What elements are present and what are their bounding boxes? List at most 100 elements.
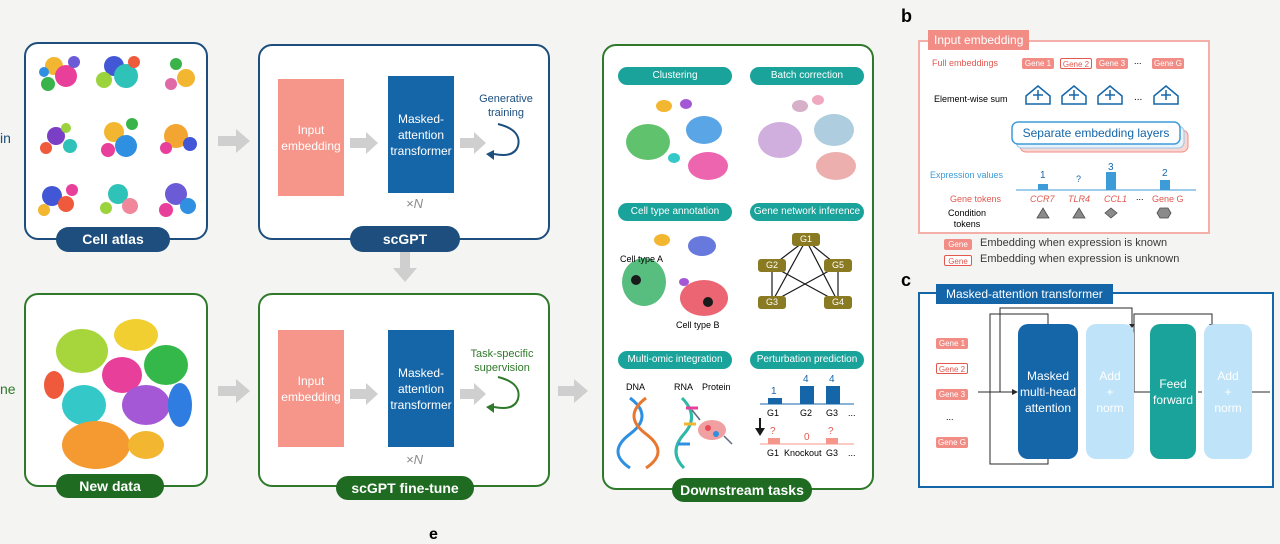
new-data-panel — [24, 293, 208, 487]
masked-mhsa-block: Masked multi-head attention — [1018, 324, 1078, 459]
tr-gene-3: Gene 3 — [936, 389, 968, 400]
expression-values-label: Expression values — [930, 170, 1004, 180]
perturb-top-value-2: 4 — [803, 374, 809, 385]
sum-node-icons — [1025, 85, 1179, 105]
umap-1 — [39, 56, 80, 91]
sum-ellipsis: ... — [1134, 92, 1143, 103]
downstream-title: Downstream tasks — [672, 478, 812, 502]
omic-protein-label: Protein — [702, 382, 731, 392]
downstream-graphics — [616, 95, 856, 470]
add-norm-block-2: Add + norm — [1204, 324, 1252, 459]
arrow-ft-embed-to-transformer — [350, 383, 378, 405]
umap-5 — [101, 118, 138, 157]
transformer-panel-title: Masked-attention transformer — [936, 284, 1113, 304]
tr-gene-g: Gene G — [936, 437, 968, 448]
cell-atlas-panel — [24, 42, 208, 240]
gene-node-g4: G4 — [831, 297, 844, 307]
gene-node-g1: G1 — [799, 234, 812, 244]
knockout-arrow-icon — [755, 418, 765, 436]
perturb-bottom-value-1: ? — [770, 426, 776, 437]
elementwise-sum-label: Element-wise sum — [934, 94, 1008, 104]
umap-4 — [40, 123, 77, 154]
omic-dna-label: DNA — [626, 382, 646, 392]
perturb-bottom-label-1: G1 — [767, 448, 780, 458]
cell-type-b-label: Cell type B — [676, 320, 720, 330]
arrow-scgpt-to-finetune — [393, 252, 417, 282]
umap-8 — [100, 184, 138, 214]
perturbation-top-bars — [768, 386, 840, 404]
cell-atlas-label: Cell atlas — [56, 227, 170, 252]
gene-token-ccl1: CCL1 — [1104, 194, 1128, 204]
input-embedding-title: Input embedding — [928, 30, 1030, 50]
downstream-panel: Clustering Batch correction Cell type an… — [602, 44, 874, 490]
condition-token-icons — [1036, 207, 1172, 219]
arrow-finetune-to-downstream — [558, 379, 588, 403]
umap-2 — [96, 56, 140, 88]
add-norm-block-1: Add + norm — [1086, 324, 1134, 459]
tr-gene-ellipsis: ... — [946, 412, 954, 422]
new-data-umap — [44, 319, 192, 469]
expression-value-2: ? — [1076, 174, 1082, 184]
gene-tokens-label: Gene tokens — [950, 194, 1002, 204]
perturb-bottom-label-2: Knockout — [784, 448, 822, 458]
perturbation-bottom-bars — [768, 438, 838, 444]
full-gene-2: Gene 2 — [1060, 58, 1092, 69]
legend-unknown-swatch: Gene — [944, 255, 972, 266]
finetune-transformer: Masked- attention transformer — [388, 330, 454, 447]
transformer-connections — [978, 307, 1270, 465]
perturb-top-label-4: ... — [848, 408, 856, 418]
gene-token-gene-g: Gene G — [1152, 194, 1184, 204]
edge-fragment-finetune: ne — [0, 381, 16, 397]
rna-strand-icon — [674, 396, 698, 470]
perturb-bottom-value-2: 0 — [804, 432, 810, 443]
batch-correction-umap — [758, 95, 856, 180]
feed-forward-block: Feed forward — [1150, 324, 1196, 459]
omic-rna-label: RNA — [674, 382, 694, 392]
task-multiomic-integration: Multi-omic integration — [618, 351, 732, 369]
expression-value-4: 2 — [1162, 168, 1168, 179]
new-data-label: New data — [56, 474, 164, 498]
task-batch-correction: Batch correction — [750, 67, 864, 85]
gene-token-ellipsis: ... — [1136, 192, 1144, 202]
full-gene-ellipsis: ... — [1134, 56, 1142, 66]
panel-letter-e: e — [429, 526, 438, 543]
full-embeddings-label: Full embeddings — [932, 58, 999, 68]
umap-3 — [165, 58, 195, 90]
dna-helix-icon — [616, 396, 660, 470]
full-gene-3: Gene 3 — [1096, 58, 1128, 69]
perturb-top-label-3: G3 — [826, 408, 839, 418]
gene-token-ccr7: CCR7 — [1030, 194, 1055, 204]
perturb-bottom-value-3: ? — [828, 426, 834, 437]
separate-layers-label: Separate embedding layers — [1022, 126, 1170, 140]
pretrain-transformer: Masked- attention transformer — [388, 76, 454, 193]
perturb-top-value-3: 4 — [829, 374, 835, 385]
finetune-objective: Task-specific supervision — [470, 348, 534, 374]
cell-atlas-umaps — [38, 56, 197, 217]
cell-type-umap — [622, 234, 728, 316]
perturb-top-label-1: G1 — [767, 408, 780, 418]
gene-node-g2: G2 — [765, 260, 778, 270]
full-gene-1: Gene 1 — [1022, 58, 1054, 69]
cell-type-a-label: Cell type A — [620, 254, 664, 264]
arrow-ft-transformer-to-objective — [460, 383, 486, 405]
panel-letter-b: b — [901, 6, 912, 26]
cell-type-a-marker — [631, 275, 641, 285]
finetune-title: scGPT fine-tune — [336, 476, 474, 500]
supervision-loop-icon — [493, 376, 520, 409]
finetune-repeat: ×N — [406, 452, 423, 467]
perturb-top-value-1: 1 — [771, 386, 777, 397]
pretrain-inner-arrows — [350, 123, 520, 160]
finetune-inner-arrows — [350, 376, 520, 413]
gene-token-tlr4: TLR4 — [1068, 194, 1091, 204]
legend-known-swatch: Gene — [944, 239, 972, 250]
input-embedding-panel: Input embedding Full embeddings Gene 1 G… — [918, 30, 1210, 234]
protein-icon — [691, 409, 733, 445]
arrow-atlas-to-scgpt — [218, 129, 250, 153]
perturb-bottom-label-4: ... — [848, 448, 856, 458]
task-perturbation-prediction: Perturbation prediction — [750, 351, 864, 369]
finetune-panel: Input embedding Masked- attention transf… — [258, 293, 550, 487]
task-clustering: Clustering — [618, 67, 732, 85]
scgpt-panel: Input embedding Masked- attention transf… — [258, 44, 550, 240]
arrow-embed-to-transformer — [350, 132, 378, 154]
expression-bars — [1038, 172, 1170, 190]
